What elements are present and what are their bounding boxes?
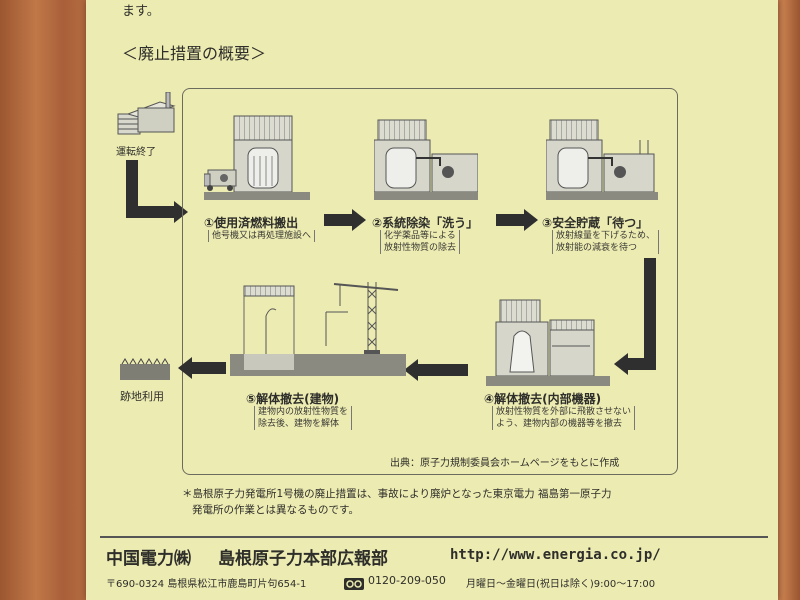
flow-arrow-3-4-down bbox=[644, 258, 656, 368]
footnote-line2: 発電所の作業とは異なるものです。 bbox=[192, 504, 359, 516]
flow-arrow-1-2-head bbox=[352, 209, 366, 231]
step3-description-line1: 放射線量を下げるため、 bbox=[556, 231, 656, 241]
flow-arrow-3-4-left bbox=[626, 358, 656, 370]
footnote-line1: ＊島根原子力発電所1号機の廃止措置は、事故により廃炉となった東京電力 福島第一原… bbox=[182, 488, 612, 500]
wood-background-left bbox=[0, 0, 90, 600]
step1-description-line1: 他号機又は再処理施設へ bbox=[212, 231, 312, 241]
step4-description-line2: よう、建物内部の機器等を撤去 bbox=[496, 419, 623, 429]
stopped-plant-illustration bbox=[114, 91, 178, 142]
flow-arrow-5-end-head bbox=[178, 357, 192, 379]
footer-url-link[interactable]: http://www.energia.co.jp/ bbox=[450, 547, 661, 563]
section-title: ＜廃止措置の概要＞ bbox=[122, 44, 267, 63]
step3-description: 放射線量を下げるため、 放射能の減衰を待つ bbox=[552, 230, 660, 254]
footer-office: 島根原子力本部広報部 bbox=[218, 549, 388, 569]
flow-arrow-start-down bbox=[126, 160, 138, 216]
flow-arrow-5-end bbox=[190, 362, 226, 374]
flow-arrow-4-5-head bbox=[404, 359, 418, 381]
flow-arrow-2-3-head bbox=[524, 209, 538, 231]
source-note: 出典：原子力規制委員会ホームページをもとに作成 bbox=[390, 458, 620, 469]
step1-illustration bbox=[203, 112, 310, 204]
free-dial-icon bbox=[344, 575, 364, 590]
flow-arrow-2-3 bbox=[496, 214, 526, 226]
step2-description: 化学薬品等による 放射性物質の除去 bbox=[380, 230, 461, 254]
step4-label: ④解体撤去(内部機器) bbox=[484, 392, 602, 406]
footer-divider bbox=[100, 536, 768, 538]
footer-address: 〒690-0324 島根県松江市鹿島町片句654-1 bbox=[106, 579, 307, 590]
end-label: 跡地利用 bbox=[120, 390, 164, 403]
step5-description-line2: 除去後、建物を解体 bbox=[258, 419, 340, 429]
step3-illustration bbox=[545, 118, 658, 204]
flow-arrow-1-2 bbox=[324, 214, 354, 226]
start-label: 運転終了 bbox=[116, 147, 156, 158]
footer-hours: 月曜日～金曜日(祝日は除く)9:00～17:00 bbox=[466, 579, 656, 590]
footer-phone: 0120-209-050 bbox=[368, 574, 446, 587]
step3-label: ③安全貯蔵「待つ」 bbox=[542, 216, 649, 230]
step4-description-line1: 放射性物質を外部に飛散させない bbox=[496, 407, 632, 417]
flow-arrow-start-right bbox=[126, 206, 176, 218]
decommission-flow-frame bbox=[182, 88, 678, 475]
step5-description-line1: 建物内の放射性物質を bbox=[258, 407, 349, 417]
footnote: ＊島根原子力発電所1号機の廃止措置は、事故により廃炉となった東京電力 福島第一原… bbox=[182, 486, 612, 518]
step2-illustration bbox=[373, 118, 479, 204]
step2-description-line1: 化学薬品等による bbox=[384, 231, 456, 241]
step1-description: 他号機又は再処理施設へ bbox=[208, 230, 316, 242]
step4-illustration bbox=[486, 296, 610, 388]
step5-illustration bbox=[230, 276, 406, 384]
step4-description: 放射性物質を外部に飛散させない よう、建物内部の機器等を撤去 bbox=[492, 406, 636, 430]
step2-description-line2: 放射性物質の除去 bbox=[384, 243, 457, 253]
flow-arrow-start-head bbox=[174, 201, 188, 223]
flow-arrow-4-5 bbox=[416, 364, 468, 376]
flow-arrow-3-4-head bbox=[614, 353, 628, 375]
step1-label: ①使用済燃料搬出 bbox=[204, 216, 299, 230]
leaflet-page: ます。 ＜廃止措置の概要＞ 運転終了 ①使用済燃料搬出 他号 bbox=[86, 0, 778, 600]
footer-company: 中国電力㈱ bbox=[106, 549, 191, 569]
step3-description-line2: 放射能の減衰を待つ bbox=[556, 243, 638, 253]
site-reuse-illustration bbox=[120, 358, 170, 380]
step5-description: 建物内の放射性物質を 除去後、建物を解体 bbox=[254, 406, 353, 430]
step2-label: ②系統除染「洗う」 bbox=[372, 216, 479, 230]
top-text: ます。 bbox=[122, 4, 160, 19]
step5-label: ⑤解体撤去(建物) bbox=[246, 392, 340, 406]
